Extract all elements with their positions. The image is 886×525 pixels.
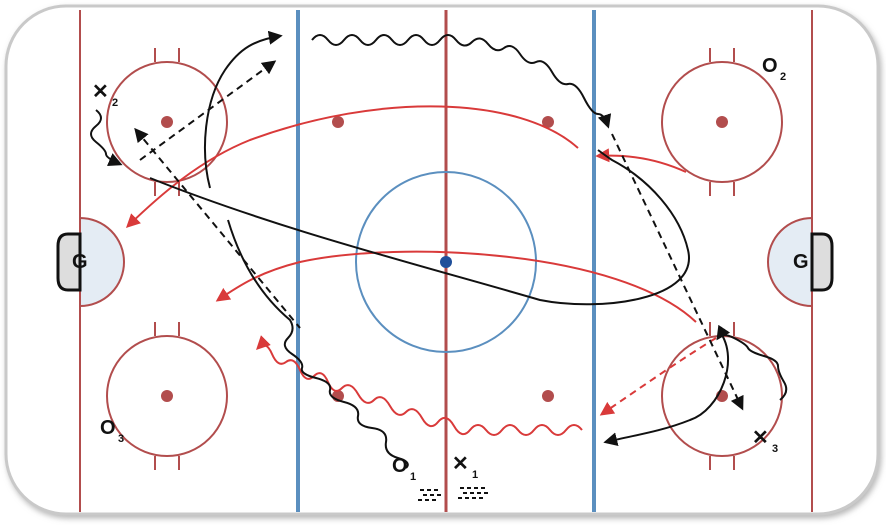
neutral-dot-bottom-right (542, 390, 554, 402)
black-dashed-up (139, 60, 277, 161)
black-dashed-down (134, 127, 301, 329)
red-pass-top (125, 105, 579, 228)
red-pass-right-top (595, 148, 687, 173)
left-goal-crease (79, 216, 125, 308)
player-x2: ✕ 2 (92, 81, 118, 109)
red-skate-bottom (256, 335, 583, 436)
right-goal-net (810, 232, 834, 292)
player-o1-num: 1 (410, 471, 416, 483)
player-o3: O 3 (100, 417, 124, 445)
faceoff-circle-bottom-left (106, 322, 228, 470)
center-circle (355, 171, 537, 353)
player-o1-mark: O (392, 455, 408, 477)
neutral-dot-top-left (332, 116, 344, 128)
red-drill-lines (125, 105, 717, 436)
puck-icon (418, 489, 441, 501)
player-x1: ✕ 1 (452, 453, 478, 481)
player-x3: ✕ 3 (752, 427, 778, 455)
player-x2-num: 2 (112, 97, 118, 109)
black-wavy-x3 (716, 324, 788, 401)
player-o2: O 2 (762, 55, 786, 83)
player-o2-mark: O (762, 55, 778, 77)
faceoff-dot-top-left (161, 116, 173, 128)
puck-icon (458, 487, 488, 499)
goalie-left-label: G (72, 251, 88, 273)
faceoff-dot-bottom-left (161, 390, 173, 402)
neutral-dot-top-right (542, 116, 554, 128)
player-x1-mark: ✕ (452, 453, 469, 475)
player-o2-num: 2 (780, 71, 786, 83)
black-long-pass (149, 149, 690, 306)
red-pass-right-dashed (599, 337, 717, 416)
player-x3-num: 3 (772, 443, 778, 455)
black-dashed-right (611, 133, 744, 411)
black-wavy-top (311, 34, 612, 129)
player-x2-mark: ✕ (92, 81, 109, 103)
goalie-right-label: G (793, 251, 809, 273)
player-x3-mark: ✕ (752, 427, 769, 449)
player-x1-num: 1 (472, 469, 478, 481)
right-goal-crease (767, 216, 813, 308)
left-goal-net (56, 232, 82, 292)
black-wavy-x2 (90, 109, 123, 167)
faceoff-dot-top-right (716, 116, 728, 128)
center-faceoff-dot (440, 256, 452, 268)
black-drill-lines (90, 30, 788, 469)
black-skate-top-left (204, 30, 283, 189)
black-curve-x3 (603, 331, 730, 447)
red-pass-middle (215, 250, 697, 323)
black-wavy-left (227, 219, 409, 469)
faceoff-circle-top-right (661, 48, 783, 196)
player-o3-mark: O (100, 417, 116, 439)
player-o3-num: 3 (118, 433, 124, 445)
player-o1: O 1 (392, 455, 416, 483)
